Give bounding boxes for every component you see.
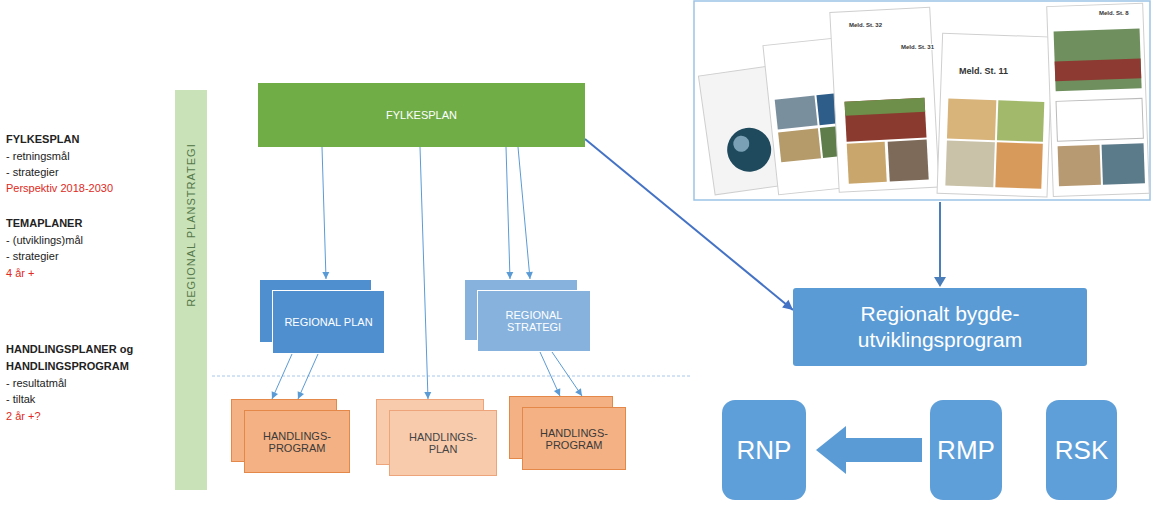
report-arrow (939, 202, 941, 278)
arrow-head (424, 392, 431, 399)
connector (272, 354, 292, 399)
legend-text: - (utviklings)mål (6, 234, 83, 246)
connector-line (272, 354, 292, 399)
report-arrow-head (934, 277, 946, 287)
program-box: RNP (722, 400, 806, 500)
node-text: HANDLINGS- PROGRAM (529, 427, 619, 451)
divider-line (212, 376, 690, 377)
arrow-head (272, 391, 278, 399)
node-text: RMP (937, 435, 995, 466)
legend-text: HANDLINGSPLANER og (6, 343, 133, 355)
county-plan-box: FYLKESPLAN (258, 83, 585, 147)
regional-plan-box: REGIONAL PLAN (272, 290, 385, 354)
report-title: Meld. St. 8 (1098, 10, 1130, 16)
node-text: Regionalt bygde- utviklingsprogram (820, 301, 1060, 354)
arrow-head (526, 272, 533, 279)
connector-line (585, 139, 793, 310)
action-program-box: HANDLINGS- PROGRAM (244, 410, 350, 473)
node-text: HANDLINGS- PROGRAM (251, 430, 343, 454)
legend-text: FYLKESPLAN (6, 133, 79, 145)
node-text: RSK (1055, 435, 1108, 466)
regional-strategy-box: REGIONAL STRATEGI (477, 290, 591, 352)
node-text: RNP (737, 435, 792, 466)
connector-line (518, 147, 530, 279)
legend-text: HANDLINGSPROGRAM (6, 360, 129, 372)
connector (540, 352, 560, 396)
arrow-head (322, 272, 329, 279)
arrow-head (506, 272, 513, 279)
connector (322, 147, 329, 279)
node-text: REGIONAL STRATEGI (484, 309, 584, 333)
arrow-head (575, 388, 582, 396)
connector-line (322, 147, 326, 279)
action-program-box: HANDLINGS- PROGRAM (522, 407, 626, 470)
connector-line (420, 147, 428, 399)
connector (506, 147, 513, 279)
program-box: RMP (930, 400, 1002, 500)
legend-text: 2 år +? (6, 410, 41, 422)
node-text: REGIONAL PLANSTRATEGI (185, 143, 197, 306)
program-box: RSK (1046, 400, 1117, 500)
connector (298, 354, 318, 399)
block-arrow (816, 426, 922, 474)
arrow-head (782, 300, 793, 310)
connector (420, 147, 431, 399)
connector (816, 426, 922, 474)
node-text: FYLKESPLAN (386, 109, 457, 121)
legend-text: Perspektiv 2018-2030 (6, 182, 113, 194)
node-text: REGIONAL PLAN (284, 316, 372, 328)
legend-text: TEMAPLANER (6, 217, 82, 229)
planstrategy-band: REGIONAL PLANSTRATEGI (175, 90, 207, 490)
rural-program-box: Regionalt bygde- utviklingsprogram (793, 288, 1087, 366)
report-title: Meld. St. 31 (900, 44, 935, 50)
arrow-head (298, 391, 304, 399)
connector (585, 139, 793, 310)
connector-line (298, 354, 318, 399)
arrow-head (554, 388, 560, 396)
connector (518, 147, 533, 279)
connector (552, 352, 582, 396)
legend-text: - retningsmål (6, 150, 70, 162)
report-title: Meld. St. 32 (848, 22, 883, 28)
legend-text: - resultatmål (6, 377, 67, 389)
connector-line (552, 352, 582, 396)
connector-line (506, 147, 510, 279)
report-title: Meld. St. 11 (958, 66, 1009, 76)
legend-text: - strategier (6, 166, 59, 178)
legend-text: 4 år + (6, 267, 34, 279)
report-collage (694, 1, 1150, 200)
legend-text: - strategier (6, 250, 59, 262)
action-plan-box: HANDLINGS- PLAN (389, 410, 497, 476)
legend-text: - tiltak (6, 393, 35, 405)
node-text: HANDLINGS- PLAN (396, 431, 490, 455)
